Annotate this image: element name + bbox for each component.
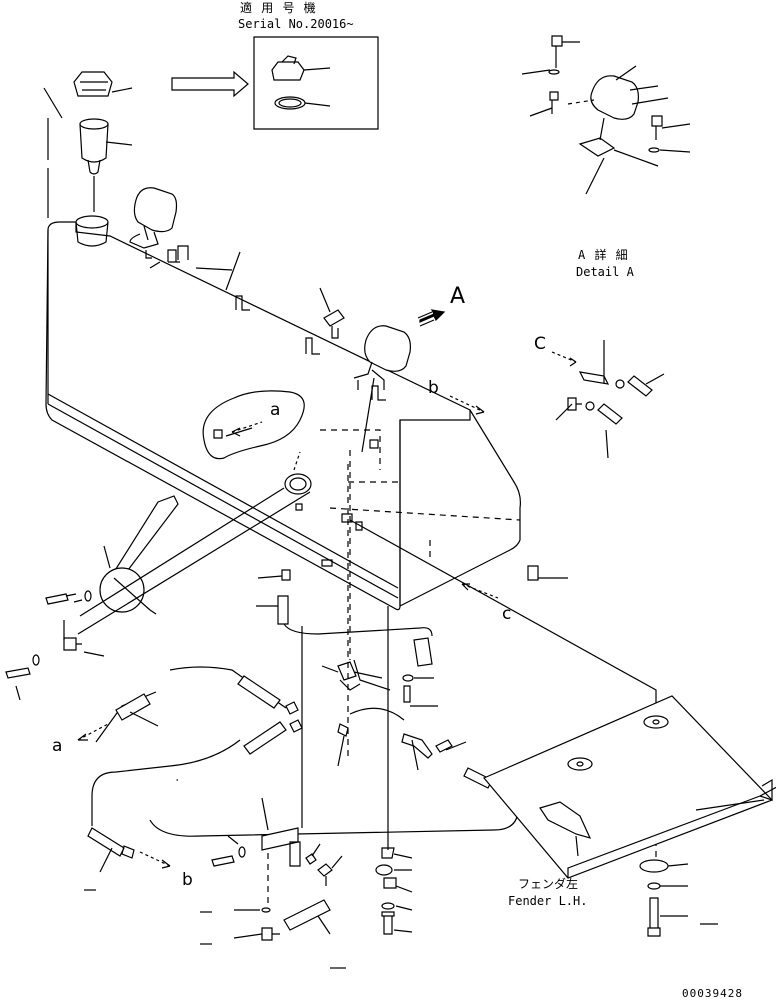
filler-cap — [74, 72, 132, 96]
serial-jp-title: 適 用 号 機 — [240, 1, 317, 15]
work-light-left — [130, 188, 177, 258]
bottom-fittings — [234, 900, 330, 940]
filler-cap-variant — [272, 56, 330, 80]
detail-a-cluster — [522, 36, 690, 194]
arrow-c — [462, 584, 498, 598]
view-label-a-left: a — [52, 736, 63, 756]
leader-dashes — [84, 890, 718, 968]
view-label-A: A — [450, 284, 466, 309]
arrow-b — [450, 396, 484, 414]
fender-bolt-stack — [640, 860, 688, 936]
view-label-a-inset: a — [270, 400, 281, 420]
clamp-bracket — [212, 798, 342, 886]
fender-jp: フェンダ左 — [518, 877, 579, 891]
view-label-c: c — [502, 604, 512, 624]
inset-a — [203, 391, 304, 459]
serial-variant-box — [254, 37, 378, 129]
level-gauge-rod — [44, 88, 62, 218]
fender-en: Fender L.H. — [508, 894, 588, 908]
bolt-set-left — [6, 591, 104, 700]
serial-number-label: Serial No.20016~ — [238, 17, 354, 31]
sight-gauge — [78, 452, 311, 634]
arrow-A — [418, 310, 444, 326]
o-ring-variant — [275, 97, 330, 109]
vertical-clamp-stack — [376, 848, 412, 934]
detail-a-jp: A 詳 細 — [578, 248, 629, 262]
work-light-center — [354, 326, 410, 452]
strainer — [80, 119, 132, 212]
drawing-number: 00039428 — [682, 987, 743, 1000]
detail-a-en: Detail A — [576, 265, 634, 279]
view-label-b-top: b — [428, 378, 439, 398]
detail-c-cluster — [552, 340, 664, 458]
arrow-a-left — [78, 724, 108, 740]
elbow-fitting — [320, 288, 344, 338]
view-label-b-bottom: b — [182, 870, 193, 890]
variant-arrow — [172, 72, 248, 96]
hose-network — [88, 570, 518, 872]
fender-lh — [484, 696, 776, 878]
hydraulic-tank — [46, 216, 568, 760]
view-label-C-detail: C — [534, 334, 546, 354]
arrow-a-inset — [232, 422, 262, 436]
arrow-b-bottom — [140, 852, 170, 868]
